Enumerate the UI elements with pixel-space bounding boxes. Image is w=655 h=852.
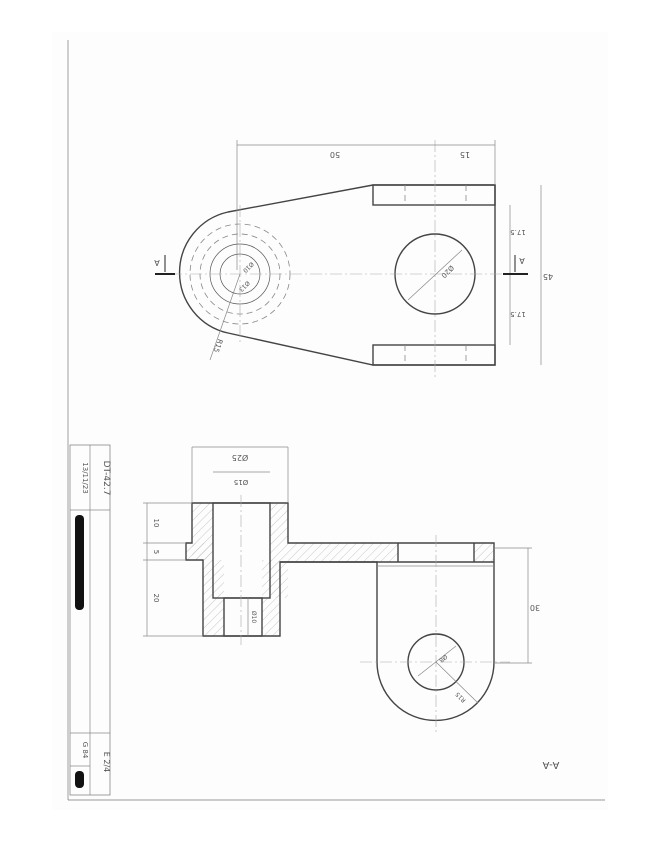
section-mark-left: A (154, 258, 160, 267)
sheet-number: E 2/4 (102, 752, 111, 772)
dim-step: 5 (152, 550, 160, 554)
dim-lug-length: 30 (530, 603, 540, 612)
dim-outer-dia: Ø25 (232, 453, 248, 463)
dim-hub: 20 (152, 594, 160, 603)
dim-offset: 15 (460, 150, 470, 159)
section-label: A-A (542, 759, 559, 770)
redacted-name-mark (75, 515, 84, 610)
dim-small-bore: Ø10 (250, 611, 257, 624)
title-block: DT-42.7 13/11/23 G 84 E 2/4 (69, 444, 111, 796)
section-mark-right: A (519, 256, 525, 265)
section-view: Ø25 Ø15 10 5 20 Ø10 30 Ø8 R15 A-A (143, 446, 559, 770)
dim-half-upper: 17.5 (510, 228, 526, 236)
dim-lug-hole: Ø8 (437, 653, 448, 664)
top-view: 50 15 45 17.5 17.5 Ø20 R15 Ø10 Ø13 A A (154, 140, 553, 380)
dim-bore-dia: Ø15 (234, 478, 248, 486)
paper (52, 32, 608, 810)
dim-half-lower: 17.5 (510, 310, 526, 318)
dim-length: 50 (330, 150, 340, 159)
dim-width: 45 (543, 272, 553, 281)
group-code: G 84 (81, 742, 89, 759)
drawing-number: DT-42.7 (101, 461, 111, 496)
dim-flange: 10 (152, 519, 160, 528)
drawing-date: 13/11/23 (81, 462, 89, 493)
redacted-mark (75, 771, 84, 788)
